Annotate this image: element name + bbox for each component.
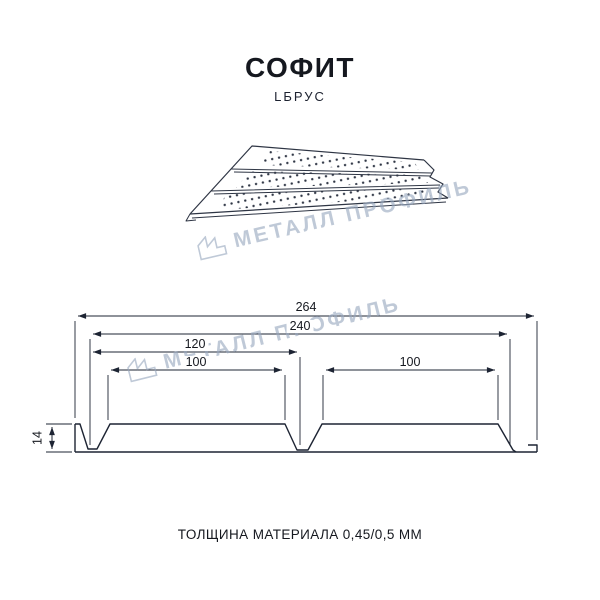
perforation-strip — [218, 188, 432, 210]
dim-left-pan-label: 100 — [182, 356, 210, 369]
panel-rib — [210, 184, 441, 195]
product-subtitle: LБРУС — [274, 89, 326, 104]
dimension-lines — [49, 313, 534, 449]
profile-outline — [74, 423, 538, 453]
panel-back-left-edge — [189, 145, 425, 215]
panel-profile-end — [423, 159, 449, 199]
dim-overall-width-label: 264 — [292, 301, 320, 314]
extension-lines — [46, 321, 538, 453]
perforation-strip — [258, 151, 420, 170]
panel-corner-hook — [185, 213, 197, 222]
panel-front-thickness — [191, 201, 447, 219]
dim-half-width-label: 120 — [181, 338, 209, 351]
panel-front-edge — [189, 197, 449, 215]
dim-working-width-label: 240 — [286, 320, 314, 333]
dim-height-label: 14 — [30, 429, 45, 447]
material-thickness-note: ТОЛЩИНА МАТЕРИАЛА 0,45/0,5 ММ — [177, 527, 423, 542]
panel-rib — [230, 168, 433, 177]
panel-perspective-view — [185, 145, 449, 222]
cross-section-drawing — [46, 313, 538, 453]
product-title: СОФИТ — [245, 52, 355, 83]
dim-right-pan-label: 100 — [396, 356, 424, 369]
